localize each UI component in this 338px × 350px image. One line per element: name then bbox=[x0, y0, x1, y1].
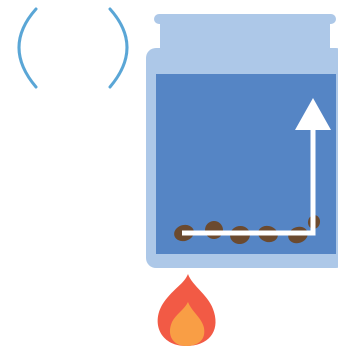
left-parenthesis bbox=[19, 9, 36, 87]
flame-icon bbox=[158, 274, 216, 346]
right-parenthesis bbox=[110, 9, 127, 87]
parentheses-icon bbox=[19, 9, 127, 87]
